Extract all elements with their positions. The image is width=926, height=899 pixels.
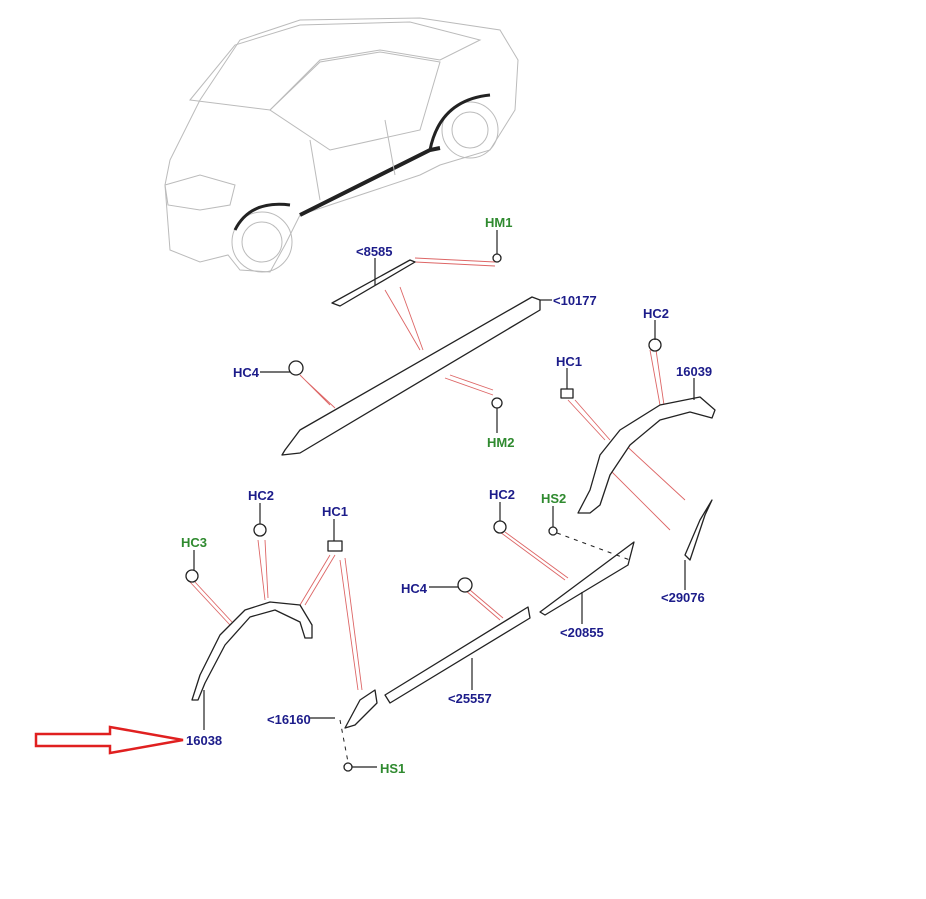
label-hs1: HS1 — [380, 761, 405, 776]
label-hc1: HC1 — [322, 504, 348, 519]
label-hc2: HC2 — [489, 487, 515, 502]
label-8585: <8585 — [356, 244, 393, 259]
clip-hc1-icon — [560, 388, 574, 399]
label-10177: <10177 — [553, 293, 597, 308]
clip-hc2-icon — [493, 520, 507, 534]
label-hc3: HC3 — [181, 535, 207, 550]
fastener-hm2-icon — [491, 397, 503, 409]
clip-hc4-icon — [288, 360, 304, 376]
label-hc2: HC2 — [248, 488, 274, 503]
label-hc1: HC1 — [556, 354, 582, 369]
label-29076: <29076 — [661, 590, 705, 605]
label-25557: <25557 — [448, 691, 492, 706]
clip-hc2-icon — [648, 338, 662, 352]
label-hc2: HC2 — [643, 306, 669, 321]
part-16160-front-splash — [344, 689, 378, 729]
label-16039: 16039 — [676, 364, 712, 379]
part-16039-rear-arch — [577, 396, 716, 514]
clip-hc1-icon — [327, 540, 343, 552]
part-16038-front-arch — [191, 601, 313, 701]
label-hc4: HC4 — [233, 365, 260, 380]
screw-hs1-icon — [343, 762, 353, 772]
label-hm2: HM2 — [487, 435, 514, 450]
screw-hs2-icon — [548, 526, 558, 536]
part-10177-rocker-moulding — [281, 296, 541, 456]
fastener-hm1-icon — [492, 253, 502, 263]
highlight-arrow-icon — [34, 725, 184, 755]
label-hs2: HS2 — [541, 491, 566, 506]
label-16038: 16038 — [186, 733, 222, 748]
parts — [185, 253, 716, 772]
clip-hc2-icon — [253, 523, 267, 537]
label-16160: <16160 — [267, 712, 311, 727]
part-29076-arch-extension — [684, 499, 713, 561]
part-25557-front-door-moulding — [384, 606, 531, 704]
label-leaders — [193, 230, 695, 768]
leader-lines — [189, 257, 686, 691]
label-20855: <20855 — [560, 625, 604, 640]
vehicle-overview-illustration — [164, 17, 519, 273]
label-hc4: HC4 — [401, 581, 428, 596]
part-20855-rear-door-moulding — [539, 541, 635, 616]
clip-hc4-icon — [457, 577, 473, 593]
clip-hc3-icon — [185, 569, 199, 583]
labels: HM1 <8585 <10177 HC4 HM2 HC1 HC2 16039 H… — [181, 215, 712, 776]
part-8585-sill-finisher — [331, 259, 416, 307]
label-hm1: HM1 — [485, 215, 512, 230]
